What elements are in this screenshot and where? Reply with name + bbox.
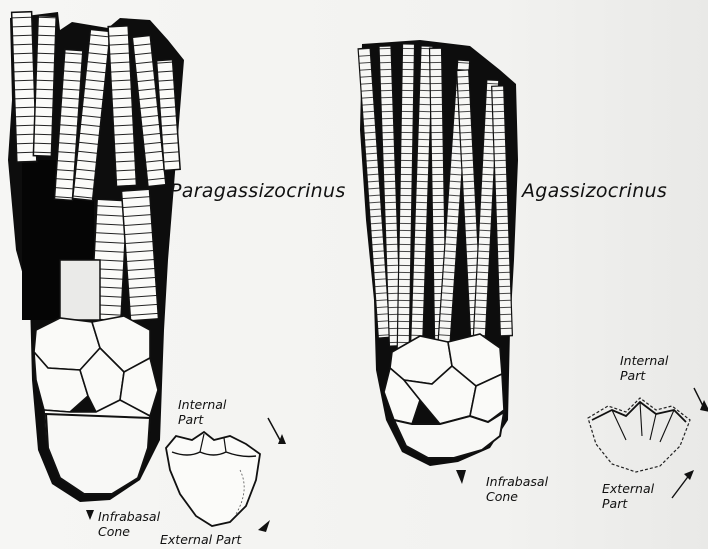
right-external-label-line2: Part bbox=[602, 496, 654, 511]
left-internal-label-line1: Internal bbox=[178, 397, 226, 412]
left-infrabasal-label-line2: Cone bbox=[98, 524, 160, 539]
right-internal-label-line2: Part bbox=[620, 368, 668, 383]
left-pointer-cone bbox=[86, 510, 94, 520]
right-external-part-label: External Part bbox=[602, 481, 654, 511]
agassizocrinus-specimen bbox=[358, 40, 518, 484]
paragassizocrinus-specimen bbox=[8, 12, 184, 502]
right-calyx-plates bbox=[384, 334, 504, 424]
agassizocrinus-title: Agassizocrinus bbox=[522, 180, 667, 202]
left-internal-part-label: Internal Part bbox=[178, 397, 226, 427]
left-external-part-label: External Part bbox=[160, 532, 241, 547]
right-arrow-external bbox=[672, 474, 690, 498]
right-external-label-line1: External bbox=[602, 481, 654, 496]
paragassizocrinus-title: Paragassizocrinus bbox=[170, 180, 346, 202]
right-infrabasal-label: Infrabasal Cone bbox=[486, 474, 548, 504]
left-internal-label-line2: Part bbox=[178, 412, 226, 427]
left-arrow-external bbox=[258, 520, 270, 532]
left-arrow-internal bbox=[268, 418, 280, 440]
right-internal-label-line1: Internal bbox=[620, 353, 668, 368]
left-infrabasal-label-line1: Infrabasal bbox=[98, 509, 160, 524]
right-infrabasal-label-line2: Cone bbox=[486, 489, 548, 504]
right-internal-part-label: Internal Part bbox=[620, 353, 668, 383]
right-infrabasal-label-line1: Infrabasal bbox=[486, 474, 548, 489]
right-pointer-cone bbox=[456, 470, 466, 484]
left-infrabasal-label: Infrabasal Cone bbox=[98, 509, 160, 539]
